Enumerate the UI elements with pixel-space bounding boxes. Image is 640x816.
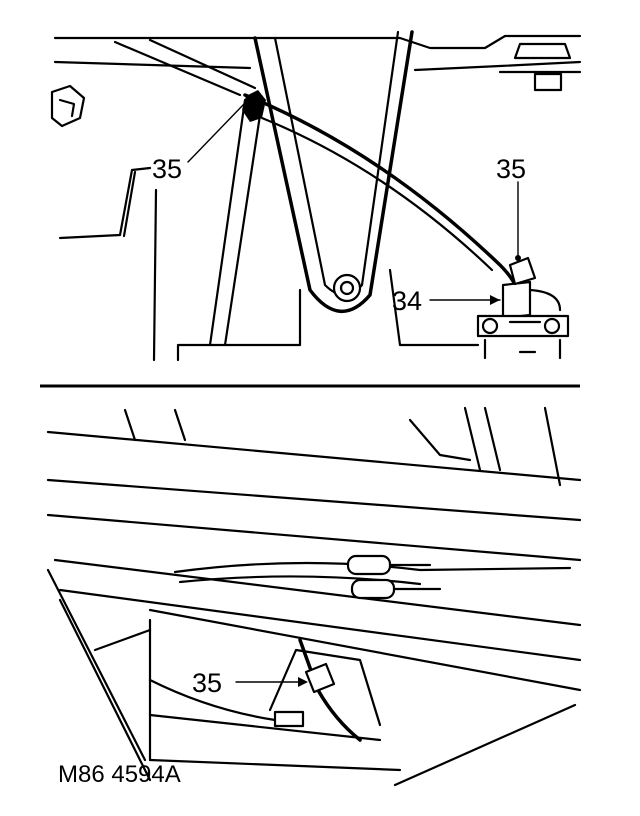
base-right: [388, 268, 480, 347]
rail-5: [58, 588, 582, 662]
lower-bracket: [268, 648, 382, 727]
clip-tails: [388, 563, 442, 591]
cable-loop: [528, 288, 562, 312]
top-detail-6: [543, 406, 562, 487]
cable-clip-1: [346, 554, 392, 576]
brake-cable-lower: [260, 116, 494, 272]
left-bracket: [58, 166, 152, 240]
leader-top-left: [187, 103, 245, 163]
top-panel: 35 35 34: [50, 30, 582, 362]
base-left: [176, 288, 302, 362]
leader-34-arrow: [490, 295, 500, 305]
top-right-clip: [533, 72, 563, 92]
lower-bracket-foot: [273, 710, 305, 728]
callout-35-top-left: 35: [152, 154, 182, 184]
rail-1: [46, 430, 582, 482]
brake-cable: [243, 93, 520, 302]
rail-6: [148, 608, 582, 692]
left-vertical-member: [152, 188, 158, 362]
strut-left-edge: [208, 98, 247, 347]
hanger-inner: [273, 30, 400, 297]
body-brace-line-2: [148, 38, 257, 90]
top-right-fitting: [513, 42, 572, 60]
strut-right-edge: [223, 100, 264, 347]
frame-cross: [93, 628, 152, 652]
lower-rail-2: [148, 758, 402, 772]
callout-34: 34: [392, 286, 422, 316]
body-panel-edge: [53, 34, 582, 50]
top-detail-1: [123, 408, 137, 442]
callout-35-top-right: 35: [496, 154, 526, 184]
bottom-panel: 35: [46, 406, 582, 787]
rail-2: [46, 478, 582, 522]
figure-reference: M86 4594A: [58, 761, 181, 788]
cable-clip-right: [508, 256, 537, 286]
leader-top-right-dot: [515, 255, 521, 261]
plate-hole-right: [543, 317, 561, 335]
rail-4: [53, 558, 582, 627]
lower-rail-1: [148, 713, 382, 742]
hanger-outer: [253, 30, 414, 313]
top-detail-4: [463, 406, 482, 472]
left-bracket-inner: [122, 170, 137, 238]
frame-diagonal-left-2: [58, 598, 152, 782]
mounting-plate: [476, 314, 570, 338]
cable-upper: [173, 561, 572, 574]
top-detail-2: [173, 408, 187, 442]
hex-nut-detail: [58, 98, 76, 118]
body-panel-line: [53, 60, 252, 70]
rail-3: [46, 513, 582, 562]
plate-hole-left: [481, 317, 499, 335]
lower-curve: [148, 678, 277, 722]
callout-35-bottom: 35: [192, 668, 222, 698]
lower-diagonal-right: [393, 703, 577, 787]
leader-bottom-arrow: [298, 677, 308, 687]
frame-diagonal-left: [46, 568, 147, 762]
hex-nut: [50, 84, 86, 128]
body-brace-line: [113, 40, 242, 97]
top-detail-5: [483, 406, 502, 472]
cable-adjuster-body: [501, 280, 532, 320]
hanger-bolt-center: [339, 280, 355, 296]
lower-cable-clip: [304, 662, 336, 694]
upper-cable-clip: [242, 90, 266, 122]
body-rear-line: [413, 60, 582, 72]
plate-legs: [483, 338, 562, 360]
cable-clip-2: [350, 578, 396, 600]
top-detail-3: [408, 418, 472, 462]
